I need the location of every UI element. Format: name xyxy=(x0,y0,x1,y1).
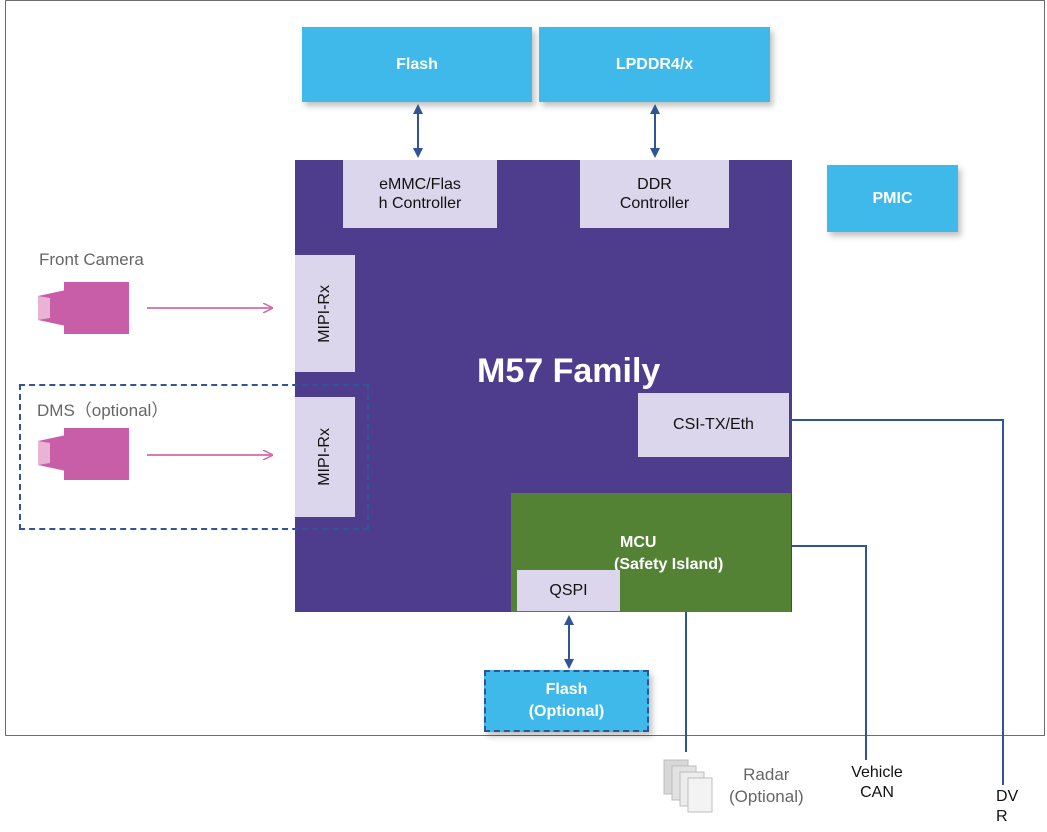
emmc-controller-line1: eMMC/Flas xyxy=(379,175,461,193)
flash-optional-line1: Flash xyxy=(545,681,588,699)
qspi-label: QSPI xyxy=(549,581,588,599)
ddr-controller-block: DDR Controller xyxy=(580,160,729,228)
flash-block: Flash xyxy=(302,27,532,102)
radar-label: Radar (Optional) xyxy=(729,764,804,808)
pmic-block: PMIC xyxy=(827,165,958,232)
dvr-label: DV R xyxy=(996,787,1018,827)
mcu-title-line1: MCU xyxy=(620,534,657,551)
soc-title: M57 Family xyxy=(477,352,661,390)
emmc-controller-block: eMMC/Flas h Controller xyxy=(343,160,497,228)
mipi-rx-block-1: MIPI-Rx xyxy=(295,255,355,372)
vehicle-can-label: Vehicle CAN xyxy=(842,763,912,803)
ddr-controller-line2: Controller xyxy=(619,195,690,212)
dvr-connector xyxy=(789,419,1004,785)
mcu-title: MCU (Safety Island) xyxy=(614,532,723,575)
lpddr-block: LPDDR4/x xyxy=(539,27,770,102)
flash-label: Flash xyxy=(396,55,438,73)
emmc-controller-line2: h Controller xyxy=(378,195,462,212)
vehicle-can-connector xyxy=(792,545,867,760)
radar-label-line1: Radar xyxy=(743,765,790,784)
qspi-block: QSPI xyxy=(517,570,620,611)
radar-stack-icon xyxy=(663,759,713,813)
vehicle-can-line2: CAN xyxy=(860,784,894,801)
mipi-rx-block-2: MIPI-Rx xyxy=(295,397,355,517)
vehicle-can-line1: Vehicle xyxy=(851,764,903,781)
flash-optional-line2: (Optional) xyxy=(528,703,605,720)
front-camera-icon xyxy=(38,282,129,334)
dms-camera-icon xyxy=(38,428,129,480)
dvr-line2: R xyxy=(996,808,1008,825)
dms-label: DMS（optional） xyxy=(37,401,169,420)
ddr-controller-line1: DDR xyxy=(637,175,672,193)
csi-tx-block: CSI-TX/Eth xyxy=(638,393,789,457)
csi-tx-label: CSI-TX/Eth xyxy=(673,416,754,434)
pmic-label: PMIC xyxy=(872,189,913,207)
radar-label-line2: (Optional) xyxy=(729,787,804,807)
flash-optional-block: Flash (Optional) xyxy=(484,670,649,732)
dms-dashed-group xyxy=(19,384,369,530)
lpddr-label: LPDDR4/x xyxy=(615,55,694,73)
mcu-title-line2: (Safety Island) xyxy=(614,555,724,573)
dvr-line1: DV xyxy=(996,788,1019,805)
front-camera-label: Front Camera xyxy=(39,250,144,269)
